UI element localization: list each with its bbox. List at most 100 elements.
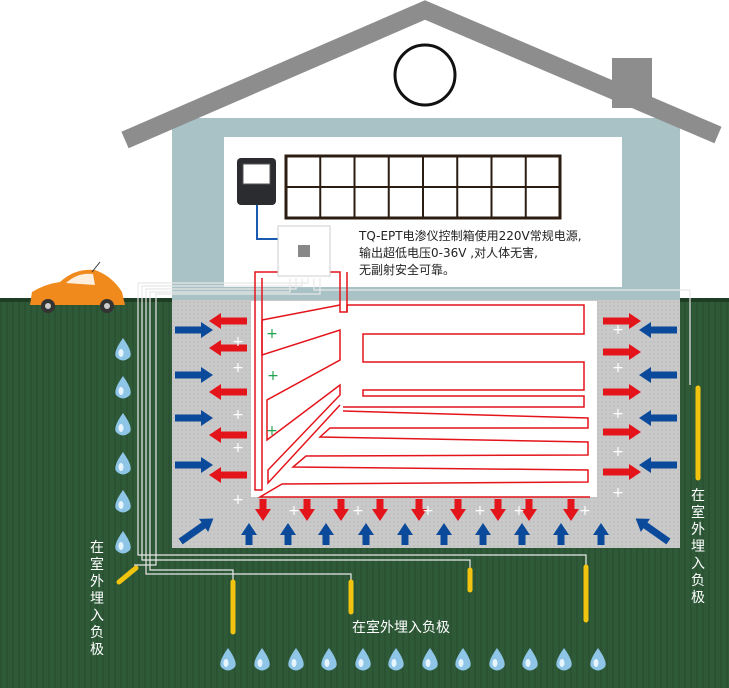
- anode-plus-sign: +: [232, 360, 244, 376]
- outflow-arrow: [333, 499, 349, 521]
- drop-highlight: [118, 542, 124, 550]
- outflow-arrow-shape: [372, 499, 388, 521]
- anode-plus-sign: +: [232, 407, 244, 423]
- outflow-arrow: [563, 499, 579, 521]
- water-drop-icon: [355, 648, 371, 671]
- outflow-arrow-shape: [299, 499, 315, 521]
- inflow-arrow: [175, 322, 213, 338]
- outflow-arrow: [209, 340, 247, 356]
- anode-plus-sign: +: [232, 492, 244, 508]
- inflow-arrow-shape: [397, 523, 413, 545]
- anode-plus-sign: +: [288, 503, 300, 519]
- description-line-2: 输出超低电压0-36V ,对人体无害,: [359, 246, 538, 260]
- inflow-arrow: [358, 523, 374, 545]
- anode-plus-sign: +: [612, 485, 624, 501]
- outflow-arrow: [209, 427, 247, 443]
- outflow-arrow-shape: [521, 499, 537, 521]
- left-electrode-label: 在室外埋入负极: [90, 540, 104, 658]
- inflow-arrow: [635, 518, 671, 545]
- outflow-arrow: [490, 499, 506, 521]
- water-drop-icon: [288, 648, 304, 671]
- drop-highlight: [118, 349, 124, 357]
- anode-plus-sign: +: [612, 406, 624, 422]
- inflow-arrow-shape: [635, 518, 671, 545]
- water-drop-icon: [489, 648, 505, 671]
- inflow-arrow: [553, 523, 569, 545]
- water-drop-icon: [254, 648, 270, 671]
- water-drop-icon: [115, 531, 131, 554]
- electrode-grid: [284, 154, 562, 220]
- drop-highlight: [458, 659, 464, 667]
- ground-wire: [149, 278, 291, 580]
- inflow-arrow: [175, 367, 213, 383]
- ground-wire: [137, 278, 587, 565]
- description-text: TQ-EPT电渗仪控制箱使用220V常规电源, 输出超低电压0-36V ,对人体…: [359, 228, 582, 279]
- outflow-arrow-shape: [209, 313, 247, 329]
- outflow-arrow-shape: [603, 384, 641, 400]
- water-drop-icon: [115, 338, 131, 361]
- anode-plus-sign: +: [513, 503, 525, 519]
- outflow-arrow-shape: [563, 499, 579, 521]
- round-window: [393, 43, 457, 107]
- inflow-arrow-shape: [475, 523, 491, 545]
- car: [30, 261, 125, 313]
- inflow-arrow: [175, 410, 213, 426]
- drop-highlight: [118, 387, 124, 395]
- inflow-arrow: [241, 523, 257, 545]
- drop-highlight: [593, 659, 599, 667]
- anode-plus-sign: +: [352, 503, 364, 519]
- right-electrode-label: 在室外埋入负极: [691, 488, 705, 606]
- anode-plus-sign: +: [266, 326, 278, 342]
- outflow-arrow: [521, 499, 537, 521]
- inflow-arrow-shape: [241, 523, 257, 545]
- inflow-arrow-shape: [593, 523, 609, 545]
- anode-plus-sign: +: [232, 334, 244, 350]
- inflow-arrow-shape: [639, 322, 677, 338]
- water-drop-icon: [115, 490, 131, 513]
- outflow-arrow-shape: [255, 499, 271, 521]
- ground-wire: [134, 278, 321, 566]
- inflow-arrow-shape: [280, 523, 296, 545]
- anode-plus-sign: +: [612, 444, 624, 460]
- drop-highlight: [425, 659, 431, 667]
- drop-highlight: [118, 463, 124, 471]
- anode-plus-sign: +: [579, 503, 591, 519]
- outflow-arrow-shape: [603, 464, 641, 480]
- inflow-arrow: [639, 367, 677, 383]
- outflow-arrow: [603, 384, 641, 400]
- water-drop-icon: [556, 648, 572, 671]
- inflow-arrow: [436, 523, 452, 545]
- inflow-arrow: [639, 322, 677, 338]
- anode-plus-sign: +: [232, 440, 244, 456]
- negative-electrode-rod: [116, 565, 139, 585]
- outflow-arrow-shape: [333, 499, 349, 521]
- ground-wire: [313, 278, 691, 385]
- inflow-arrow-shape: [514, 523, 530, 545]
- outflow-arrow: [450, 499, 466, 521]
- drop-highlight: [492, 659, 498, 667]
- drop-highlight: [223, 659, 229, 667]
- inflow-arrow: [514, 523, 530, 545]
- drop-highlight: [118, 424, 124, 432]
- bottom-electrode-label: 在室外埋入负极: [352, 620, 450, 636]
- water-drop-icon: [220, 648, 236, 671]
- water-drop-icon: [115, 376, 131, 399]
- outflow-arrow-shape: [603, 424, 641, 440]
- water-drop-icon: [422, 648, 438, 671]
- inflow-arrow-shape: [175, 322, 213, 338]
- water-drop-icon: [115, 413, 131, 436]
- water-drop-icon: [115, 452, 131, 475]
- drop-highlight: [291, 659, 297, 667]
- outflow-arrow-shape: [603, 313, 641, 329]
- inflow-arrow-shape: [175, 410, 213, 426]
- inflow-arrow: [397, 523, 413, 545]
- drop-highlight: [324, 659, 330, 667]
- anode-plus-sign: +: [612, 322, 624, 338]
- outflow-arrow: [603, 313, 641, 329]
- inflow-arrow-shape: [318, 523, 334, 545]
- inflow-arrow-shape: [436, 523, 452, 545]
- outflow-arrow-shape: [209, 427, 247, 443]
- inflow-arrow-shape: [358, 523, 374, 545]
- ground-wire: [145, 278, 352, 580]
